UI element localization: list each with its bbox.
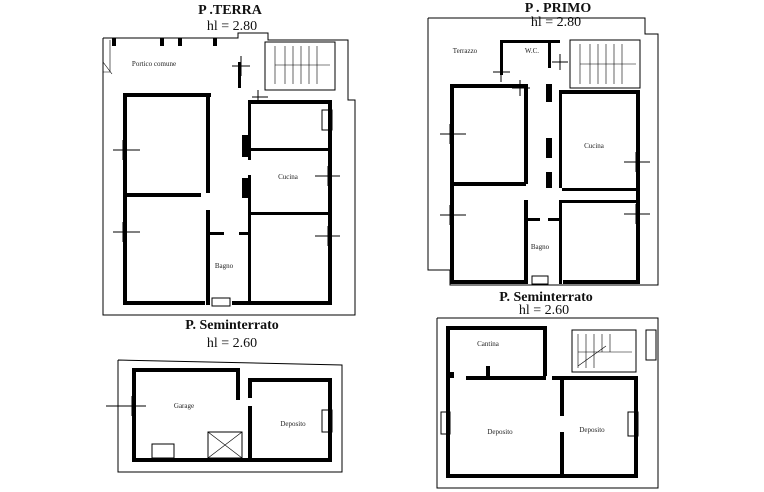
- plan-piano-primo: P . PRIMO hl = 2.80: [427, 1, 659, 286]
- room-label-wc: W.C.: [525, 47, 539, 55]
- stair-block: [571, 329, 637, 373]
- room-label-terrazzo: Terrazzo: [453, 47, 478, 55]
- room-label-garage: Garage: [174, 402, 194, 410]
- room-label-deposito-2: Deposito: [579, 426, 605, 434]
- plan-height-primo: hl = 2.80: [531, 15, 581, 30]
- room-label-cucina: Cucina: [278, 173, 299, 181]
- room-label-deposito: Deposito: [280, 420, 306, 428]
- window-marks: [113, 56, 340, 307]
- room-label-portico: Portico comune: [132, 60, 176, 68]
- room-label-bagno: Bagno: [215, 262, 234, 270]
- plan-title-seminterrato-left: P. Seminterrato: [185, 318, 279, 333]
- stair-treads: [579, 44, 636, 84]
- shaft: [207, 431, 243, 459]
- plan-height-seminterrato-right: hl = 2.60: [519, 303, 569, 318]
- window-marks: [106, 396, 333, 459]
- stair-treads: [274, 46, 330, 84]
- room-label-cucina: Cucina: [584, 142, 605, 150]
- stair-treads: [577, 334, 632, 368]
- outer-perimeter: [436, 317, 659, 489]
- plan-seminterrato-left: P. Seminterrato hl = 2.60 Garage Deposit…: [106, 318, 343, 473]
- plan-height-terra: hl = 2.80: [207, 19, 257, 34]
- room-label-deposito-1: Deposito: [487, 428, 513, 436]
- plan-height-seminterrato-left: hl = 2.60: [207, 336, 257, 351]
- portico-outline: [103, 40, 111, 73]
- outer-perimeter: [427, 17, 659, 286]
- plan-title-primo: P . PRIMO: [525, 1, 592, 16]
- plan-title-seminterrato-right: P. Seminterrato: [499, 290, 593, 305]
- room-label-cantina: Cantina: [477, 340, 500, 348]
- room-label-bagno: Bagno: [531, 243, 550, 251]
- plan-seminterrato-right: P. Seminterrato hl = 2.60 Cantina Depos: [436, 290, 659, 489]
- stair-block: [569, 39, 641, 89]
- outer-perimeter: [117, 359, 343, 473]
- outer-perimeter: [102, 32, 356, 316]
- stair-block: [264, 41, 336, 91]
- plan-title-terra: P .TERRA: [198, 3, 263, 18]
- window-marks: [440, 54, 650, 285]
- plan-piano-terra: P .TERRA hl = 2.80: [102, 3, 356, 316]
- window-marks: [440, 329, 657, 437]
